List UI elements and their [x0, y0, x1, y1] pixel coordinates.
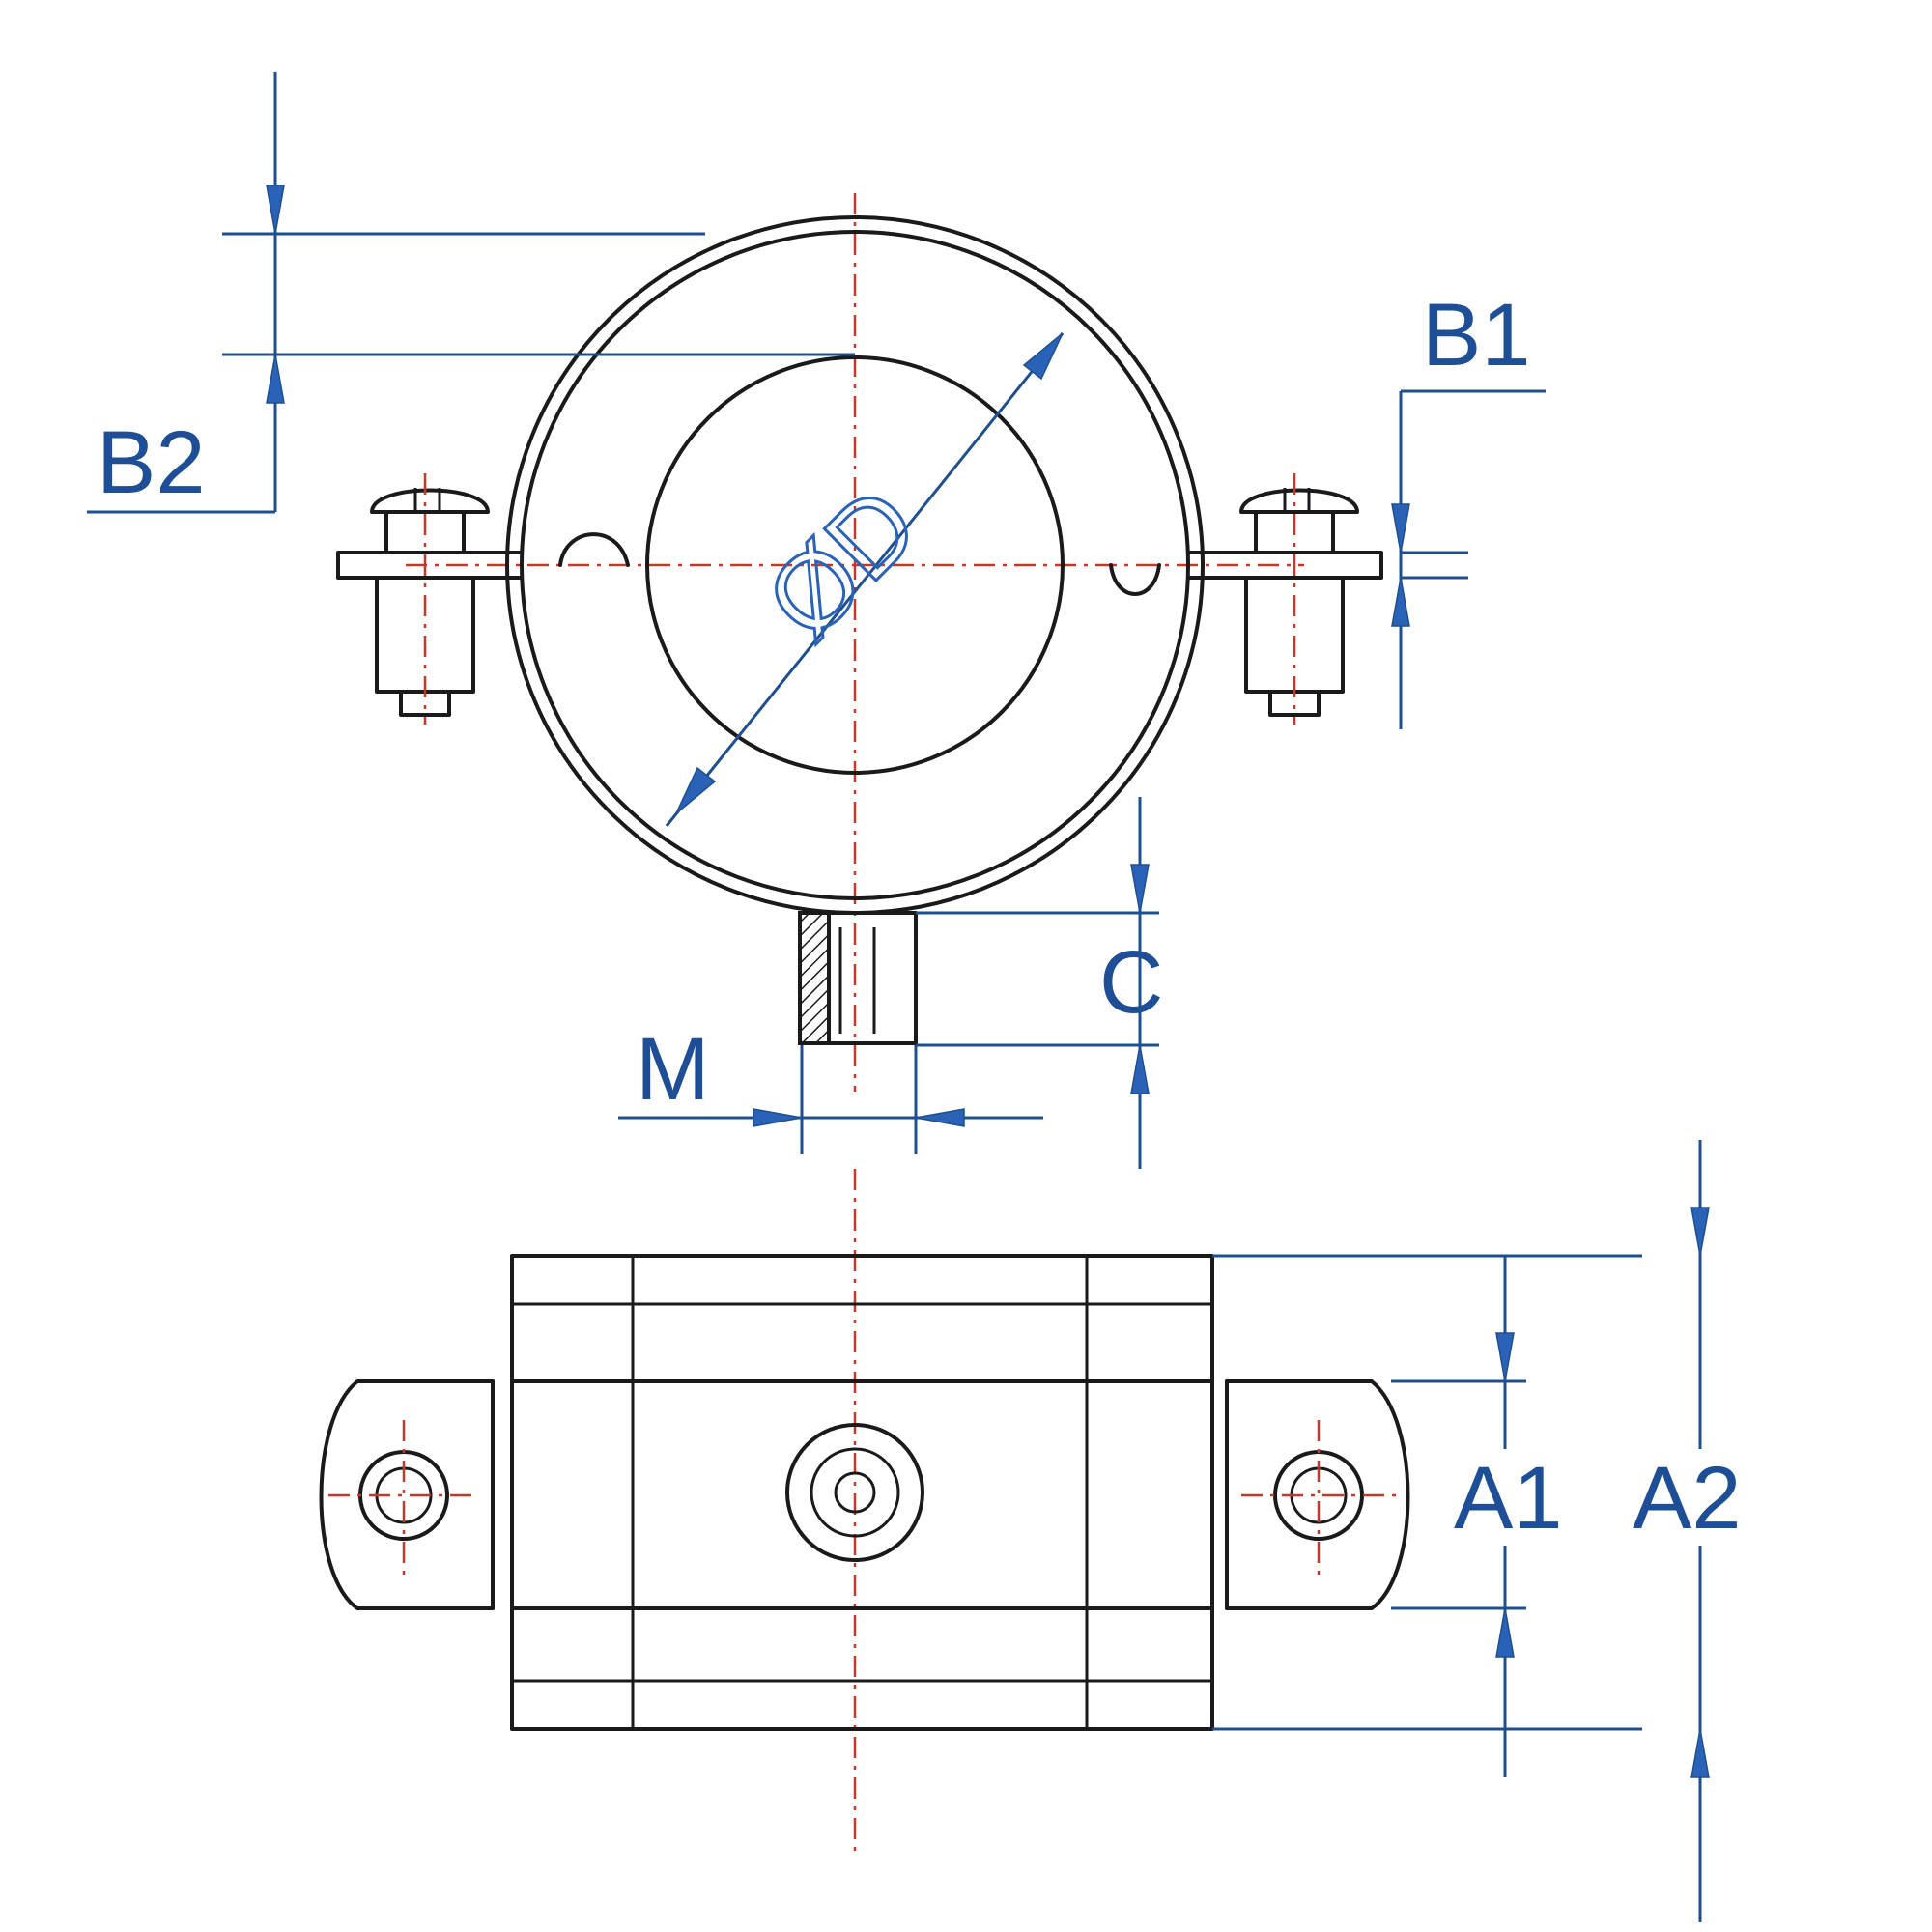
m-arrow-left [753, 1108, 803, 1127]
a2-arrow-top [1690, 1207, 1710, 1257]
od-arrow-upper [1022, 332, 1064, 381]
a2-arrow-bottom [1690, 1728, 1710, 1778]
left-bolt [370, 473, 490, 724]
c-label: C [1099, 933, 1163, 1032]
a2-label: A2 [1633, 1449, 1742, 1548]
a1-label: A1 [1454, 1449, 1563, 1548]
b2-label: B2 [97, 413, 206, 512]
b2-arrow-bottom [266, 354, 285, 404]
left-ear-plan [319, 1379, 495, 1610]
c-dimension: C [916, 797, 1163, 1169]
left-liner-bump [558, 532, 630, 567]
front-view: ØD [336, 193, 1383, 1092]
b1-arrow-bottom [1391, 577, 1410, 627]
m-dimension: M [618, 1020, 1043, 1154]
right-ear-plan [1225, 1379, 1410, 1610]
clamp-ring-inner-edge [520, 230, 1190, 900]
a1-arrow-top [1495, 1332, 1515, 1382]
right-liner-bump [1109, 563, 1161, 596]
pipe-inner-circle [645, 355, 1065, 775]
b1-dimension: B1 [1391, 286, 1546, 729]
m-arrow-right [915, 1108, 965, 1127]
od-arrow-lower [675, 766, 717, 814]
threaded-nut [798, 911, 918, 1045]
right-bolt [1239, 473, 1359, 724]
c-arrow-bottom [1130, 1044, 1150, 1094]
center-nut-plan [785, 1423, 924, 1562]
b1-arrow-top [1391, 503, 1410, 554]
c-arrow-top [1130, 864, 1150, 914]
top-view [319, 1169, 1410, 1855]
a2-dimension: A2 [1633, 1140, 1742, 1922]
a1-dimension: A1 [1212, 1254, 1642, 1777]
m-label: M [636, 1020, 710, 1119]
od-label: ØD [744, 465, 941, 662]
od-dimension-line [665, 332, 1065, 827]
a1-arrow-bottom [1495, 1607, 1515, 1658]
b1-label: B1 [1422, 286, 1531, 384]
clamp-body-plan [510, 1254, 1214, 1731]
b2-dimension: B2 [87, 72, 855, 514]
b2-arrow-top [266, 185, 285, 235]
